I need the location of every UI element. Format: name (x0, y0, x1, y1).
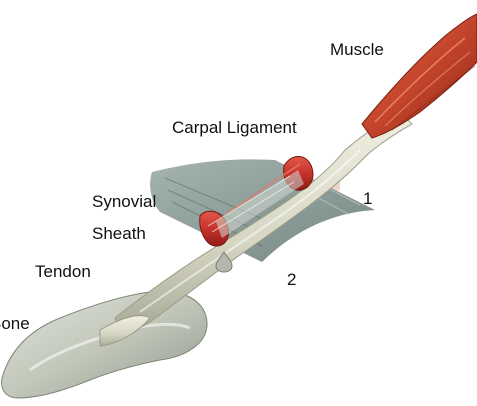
label-muscle: Muscle (330, 40, 384, 60)
label-tendon: Tendon (35, 262, 91, 282)
muscle-shape (362, 14, 477, 138)
label-synovial-sheath-line1: Synovial (92, 192, 156, 212)
label-marker-2: 2 (287, 270, 296, 290)
label-marker-1: 1 (363, 189, 372, 209)
label-carpal-ligament: Carpal Ligament (172, 118, 297, 138)
label-synovial-sheath-line2: Sheath (92, 224, 146, 244)
label-bone: Bone (0, 314, 30, 334)
tendon-shape (100, 112, 412, 346)
